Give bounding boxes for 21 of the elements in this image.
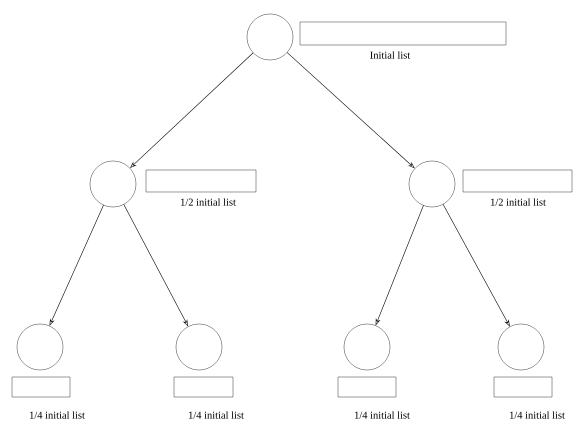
circle: [408, 160, 456, 208]
node-label: Initial list: [370, 51, 410, 59]
node-label: 1/2 initial list: [181, 198, 236, 206]
list-box: 1/4 initial list: [12, 376, 85, 419]
circle: [16, 324, 64, 370]
list-box: 1/4 initial list: [174, 376, 244, 419]
circle: [498, 324, 544, 370]
circle: [344, 324, 390, 370]
list-box: 1/2 initial list: [462, 170, 572, 206]
list-box: Initial list: [300, 22, 506, 59]
node-label: 1/4 initial list: [510, 411, 565, 419]
circle: [176, 324, 222, 370]
node-label: 1/4 initial list: [189, 411, 244, 419]
list-box: 1/2 initial list: [146, 170, 256, 206]
node-label: 1/2 initial list: [491, 198, 546, 206]
node-label: 1/4 initial list: [30, 411, 85, 419]
node-label: 1/4 initial list: [355, 411, 410, 419]
circle: [246, 14, 294, 60]
list-box: 1/4 initial list: [338, 376, 410, 419]
list-box: 1/4 initial list: [494, 376, 565, 419]
circle: [90, 160, 136, 208]
